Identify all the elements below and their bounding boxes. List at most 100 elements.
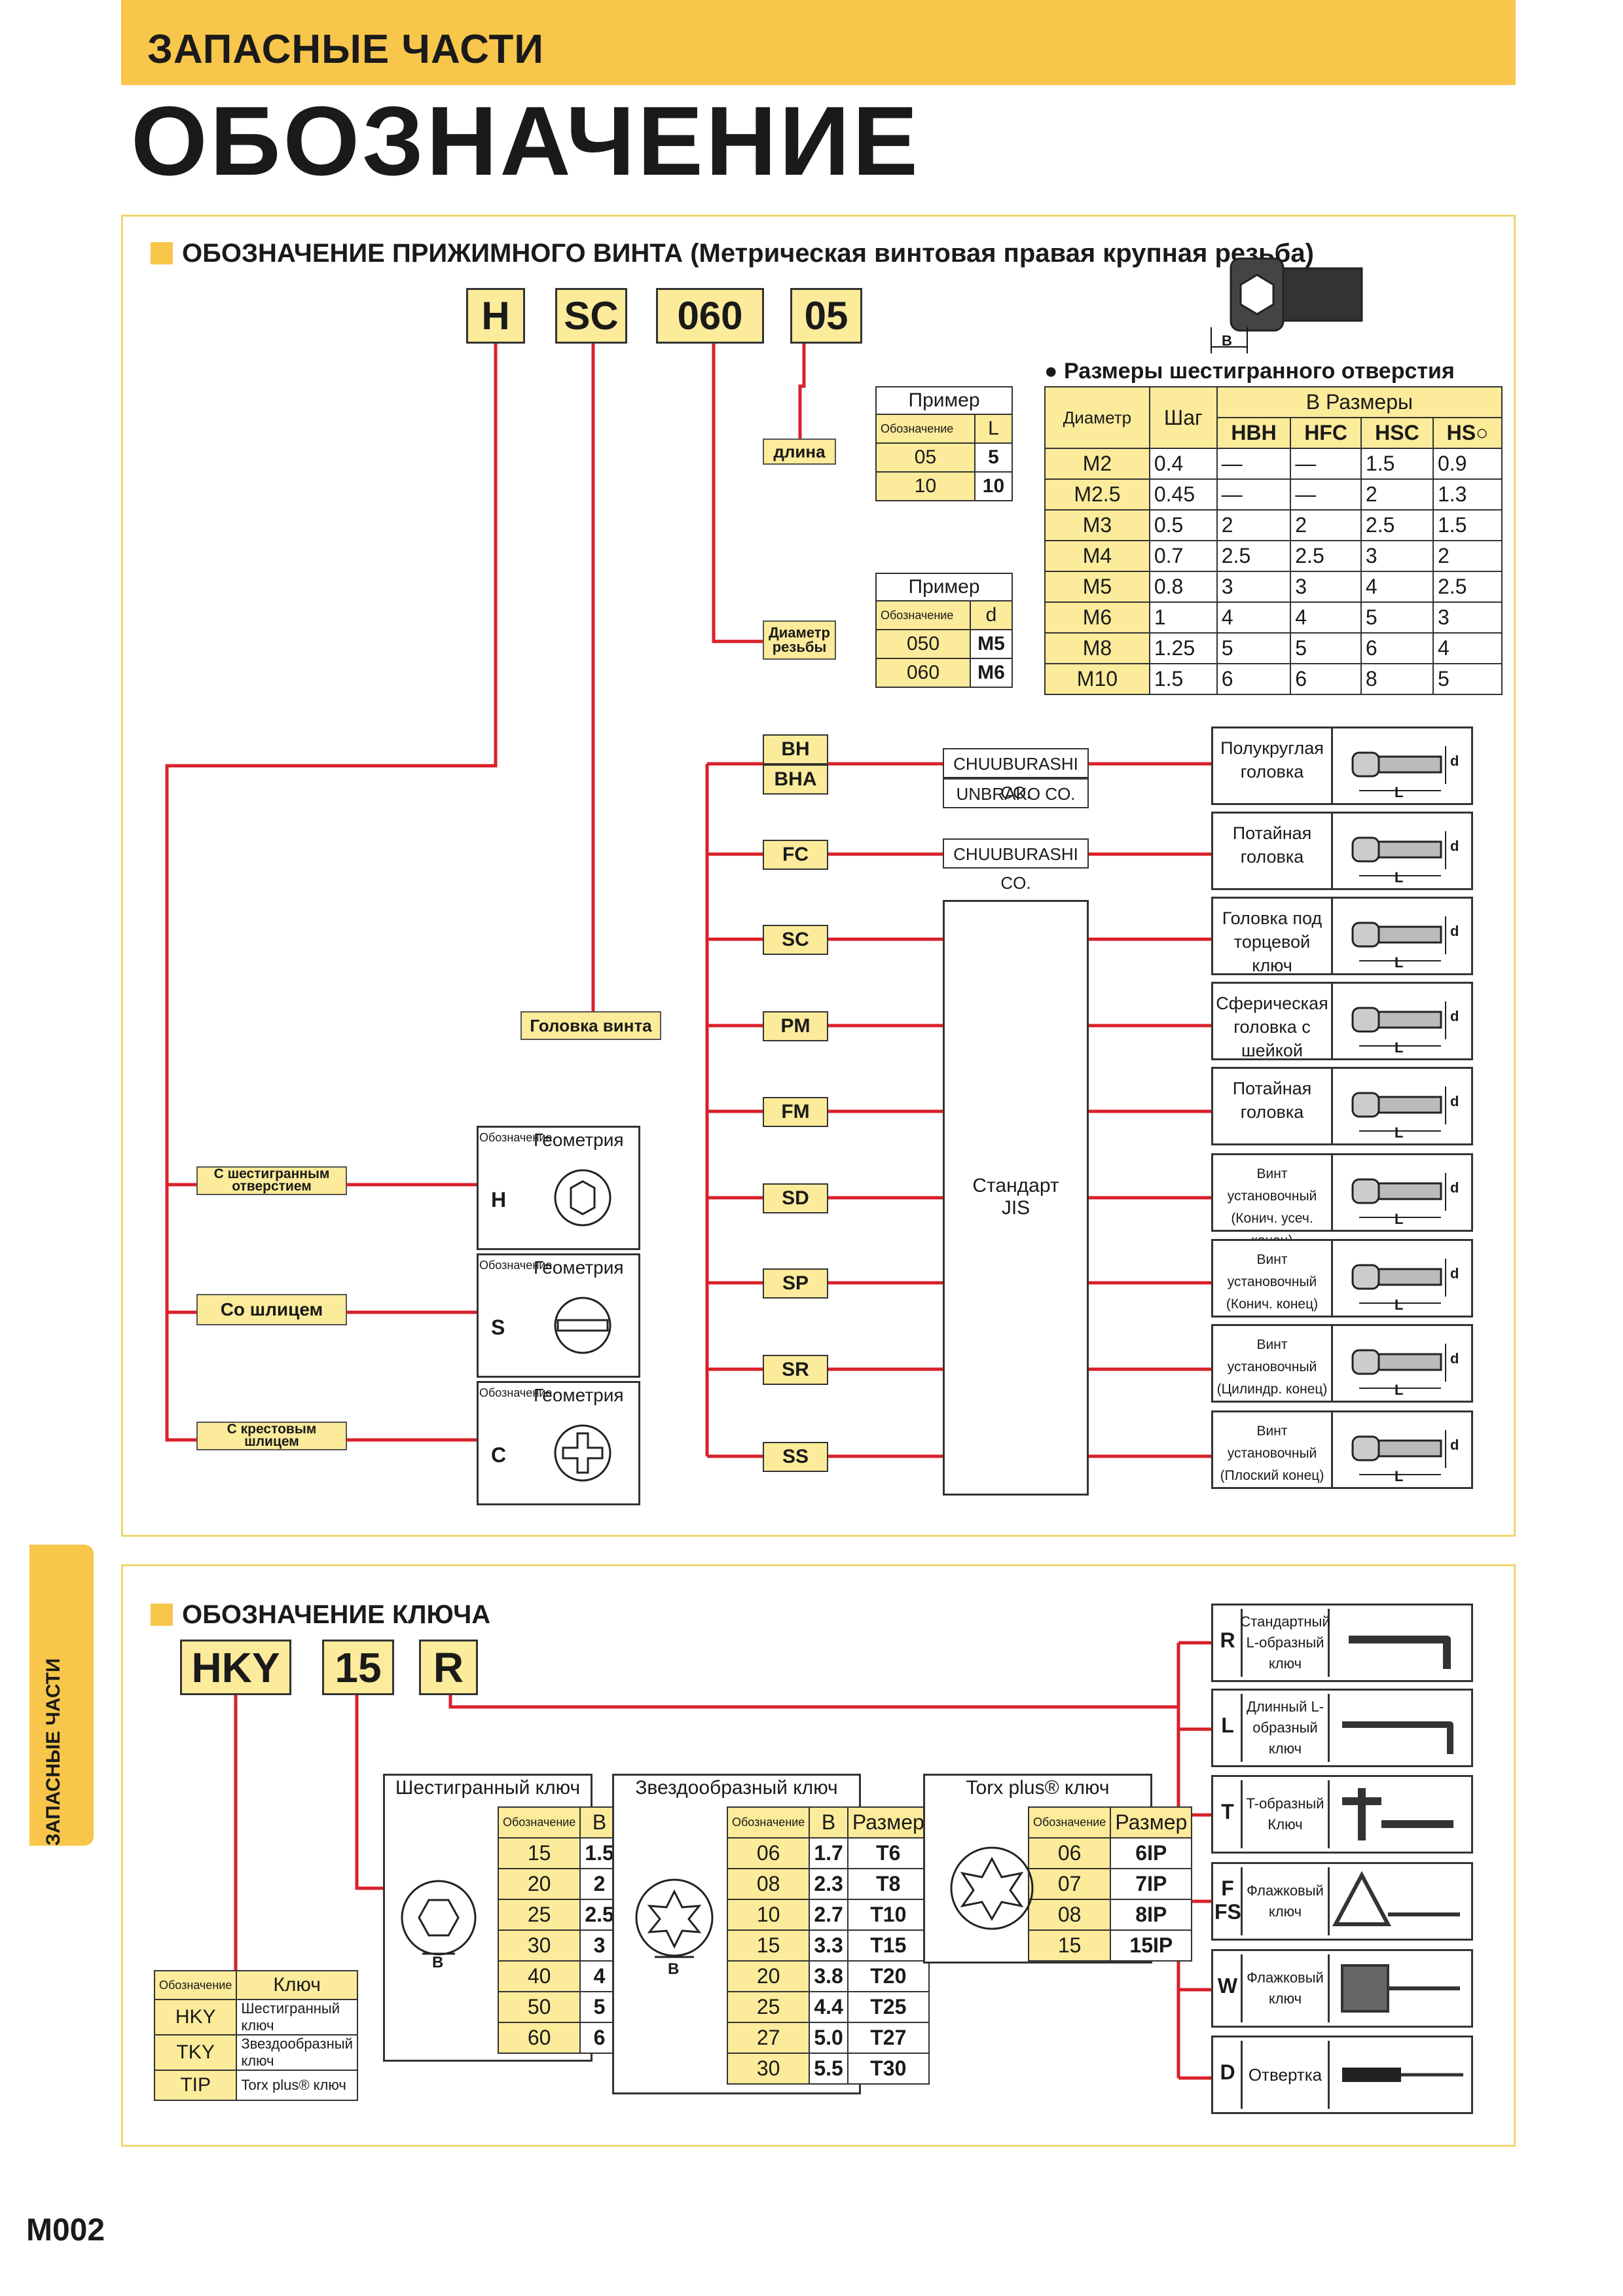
dim-l-label: L [1395,1124,1404,1141]
hex-table-cell: 3 [1216,571,1292,603]
code-box-060: 060 [656,288,764,344]
screw-head-icon [1331,1410,1446,1489]
screwdriver-icon [1342,2068,1463,2082]
hex-table-cell: 4 [1432,632,1503,664]
drive-caption-geo: Геометрия [534,1257,624,1278]
key-table-cell: 4.4 [809,1991,848,2023]
type-code-ss: SS [763,1442,828,1472]
drive-caption-geo: Геометрия [534,1130,624,1150]
head-name: Полукруглая головка [1220,738,1324,781]
jis-box [943,900,1089,1496]
key-shape-code: T [1221,1800,1234,1823]
maker-label: CHUUBURASHI CO. [943,838,1089,893]
key-table-cell: 2.3 [809,1868,848,1900]
drive-code: C [491,1443,507,1467]
head-name: Потайная головка [1232,1079,1312,1122]
hex-table-cell: — [1216,448,1292,480]
key-shape-name: Флажковый ключ [1241,1867,1330,1935]
hex-table-cell: 2.5 [1216,540,1292,572]
dim-l-label: L [1395,1382,1404,1398]
dim-l-label: L [1395,1039,1404,1056]
key-type-name: Torx plus® ключ [236,2070,358,2101]
key-shape-code: R [1220,1628,1235,1652]
key-table-cell: T27 [847,2022,930,2054]
hex-table-cell: — [1290,448,1362,480]
hex-table-cell: 4 [1290,601,1362,634]
header-bar [121,0,1516,85]
hex-col: HFC [1290,417,1362,449]
key-table-cell: 30 [497,1929,581,1962]
screw-head-icon [1331,982,1446,1060]
hex-table-cell: M2.5 [1044,478,1150,511]
hex-table-cell: 3 [1290,571,1362,603]
hex-col-b: B Размеры [1216,386,1503,418]
dim-d-label: d [1450,1437,1459,1453]
dim-l-label: L [1395,1297,1404,1313]
drive-label: Со шлицем [196,1294,347,1325]
key-table-cell: 15IP [1110,1929,1193,1962]
hex-table-cell: M10 [1044,663,1150,695]
side-tab-label: ЗАПАСНЫЕ ЧАСТИ [43,1658,64,1846]
key-shape-code: F FS [1214,1876,1241,1924]
type-code-sr: SR [763,1355,828,1385]
code-box-h: H [466,288,525,344]
b-dim-label: B [1222,332,1232,349]
diameter-caption: Пример [875,573,1013,601]
key-table-cell: 60 [497,2022,581,2054]
torx-key-title: Torx plus® ключ [966,1777,1110,1799]
key-section [121,1564,1516,2147]
key-table-col: Обозначение [1027,1806,1112,1839]
code-box-sc: SC [555,288,627,344]
key-table-cell: 06 [726,1837,811,1869]
key-shape-name: Отвертка [1241,2041,1330,2109]
dim-l-label: L [1395,784,1404,800]
dim-d-label: d [1450,923,1459,939]
hex-table-cell: 5 [1432,663,1503,695]
page-title: ОБОЗНАЧЕНИЕ [131,86,921,196]
maker-label: CHUUBURASHI CO. [943,748,1089,802]
hex-table-cell: 2 [1290,509,1362,541]
slot-icon [554,1297,611,1354]
hex-table-cell: 4 [1360,571,1434,603]
key-table-cell: 15 [726,1929,811,1962]
length-cell: 05 [875,442,976,473]
key-table-cell: 25 [726,1991,811,2023]
hex-table-cell: 6 [1290,663,1362,695]
screw-section-title: ОБОЗНАЧЕНИЕ ПРИЖИМНОГО ВИНТА (Метрическа… [151,239,1314,268]
key-table-cell: 7IP [1110,1868,1193,1900]
diameter-cell: M6 [970,658,1013,688]
hex-table-cell: M6 [1044,601,1150,634]
key-type-code: HKY [153,1999,238,2036]
screw-head-icon [1331,1239,1446,1318]
type-code-bh: BH [763,734,828,764]
hex-table-cell: 2.5 [1432,571,1503,603]
type-code-fm: FM [763,1097,828,1127]
dim-d-label: d [1450,1008,1459,1024]
type-code-sc: SC [763,925,828,955]
hex-table-cell: — [1290,478,1362,511]
screw-head-icon [1331,726,1446,805]
key-table-cell: 50 [497,1991,581,2023]
dim-d-label: d [1450,1179,1459,1196]
hex-table-cell: 3 [1360,540,1434,572]
hex-col: HBH [1216,417,1292,449]
screw-head-icon [1331,812,1446,890]
bullet-square-icon [151,242,173,264]
head-label: Головка винта [520,1011,661,1040]
key-type-code: TKY [153,2034,238,2071]
